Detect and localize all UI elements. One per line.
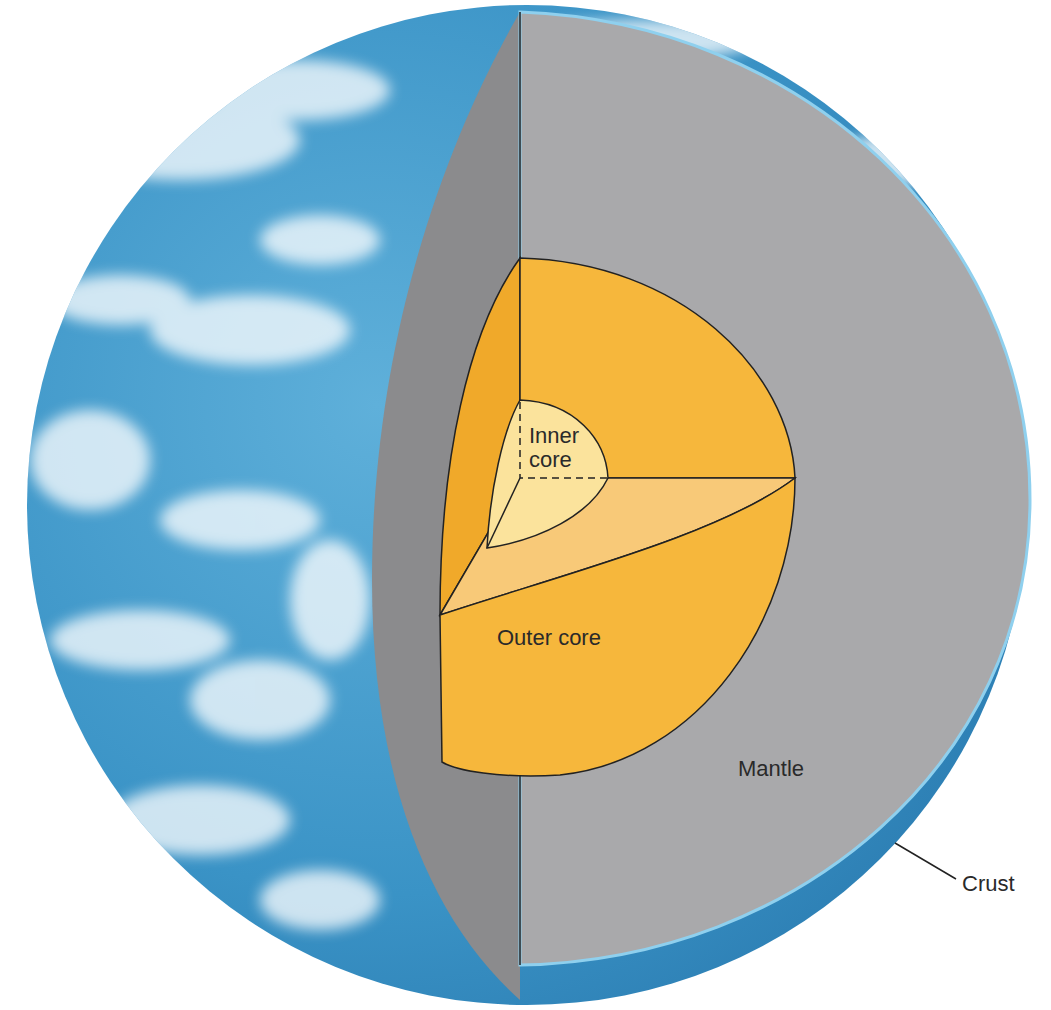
- hidden-edge: [520, 402, 608, 478]
- leader-line: [895, 843, 956, 879]
- outer-core-upper-face: [520, 258, 795, 478]
- inner-core: [487, 400, 608, 548]
- core-edge: [487, 478, 520, 548]
- part-label: Crust: [962, 872, 1015, 896]
- part-label: Mantle: [738, 757, 804, 781]
- part-label: Outer core: [497, 626, 601, 650]
- part-label: Inner core: [529, 424, 587, 472]
